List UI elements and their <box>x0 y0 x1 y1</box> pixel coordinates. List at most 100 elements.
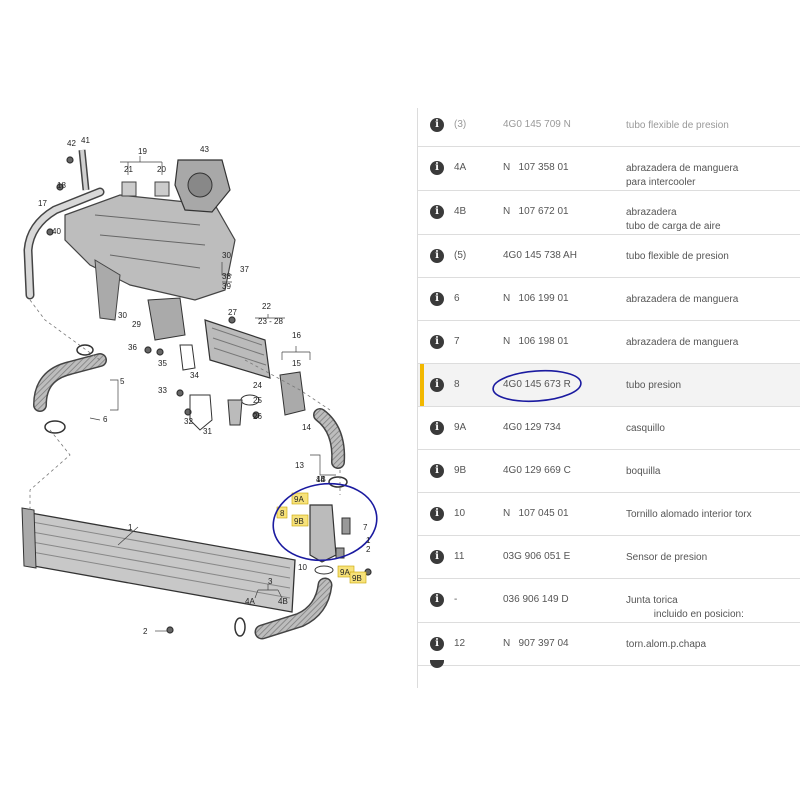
info-icon[interactable]: i <box>430 421 444 435</box>
parts-row[interactable]: i 9B 4G0 129 669 C boquilla <box>418 450 800 493</box>
parts-row[interactable]: i 12 N 907 397 04 torn.alom.p.chapa <box>418 623 800 666</box>
callout-label: 43 <box>200 145 209 154</box>
info-icon[interactable]: i <box>430 637 444 651</box>
parts-row[interactable]: i 4A N 107 358 01 abrazadera de manguera… <box>418 147 800 191</box>
callout-label: 7 <box>363 523 368 532</box>
parts-row[interactable]: i 7 N 106 198 01 abrazadera de manguera <box>418 321 800 364</box>
callout-label: 24 <box>253 381 262 390</box>
parts-row[interactable]: i 11 03G 906 051 E Sensor de presion <box>418 536 800 579</box>
callout-label: 9B <box>294 517 304 526</box>
part-position: 11 <box>454 551 465 562</box>
callout-label: 15 <box>292 359 301 368</box>
callout-label: 10 <box>298 563 307 572</box>
callout-label: 18 <box>57 181 66 190</box>
part-position: 4A <box>454 162 467 173</box>
part-number: 03G 906 051 E <box>503 551 571 562</box>
info-icon[interactable]: i <box>430 161 444 175</box>
part-description: torn.alom.p.chapa <box>626 639 707 650</box>
callout-label: 3 <box>268 577 273 586</box>
callout-label: 14 <box>316 475 325 484</box>
parts-row-selected[interactable]: i 8 4G0 145 673 R tubo presion <box>418 364 800 407</box>
part-description: tubo flexible de presion <box>626 120 729 131</box>
callout-label: 29 <box>132 320 141 329</box>
part-number: 4G0 145 709 N <box>503 119 571 130</box>
parts-list: i (3) 4G0 145 709 N tubo flexible de pre… <box>418 104 800 674</box>
info-icon[interactable]: i <box>430 292 444 306</box>
callout-label: 42 <box>67 139 76 148</box>
callout-label: 2 <box>143 627 148 636</box>
callout-label: 37 <box>240 265 249 274</box>
info-icon[interactable]: i <box>430 593 444 607</box>
info-icon[interactable]: i <box>430 507 444 521</box>
parts-row-partial[interactable] <box>418 660 800 674</box>
callout-label: 4B <box>316 475 326 484</box>
parts-row[interactable]: i (5) 4G0 145 738 AH tubo flexible de pr… <box>418 235 800 278</box>
part-number: 4G0 145 738 AH <box>503 250 577 261</box>
part-position: - <box>454 594 458 605</box>
info-icon[interactable]: i <box>430 464 444 478</box>
parts-row[interactable]: i 9A 4G0 129 734 casquillo <box>418 407 800 450</box>
part-number: 4G0 129 669 C <box>503 465 571 476</box>
parts-row[interactable]: i (3) 4G0 145 709 N tubo flexible de pre… <box>418 104 800 147</box>
parts-row[interactable]: i - 036 906 149 D Junta torica incluido … <box>418 579 800 623</box>
part-position: 4B <box>454 206 467 217</box>
callout-label: 20 <box>157 165 166 174</box>
callout-label: 34 <box>190 371 199 380</box>
part-description: tubo flexible de presion <box>626 251 729 262</box>
callout-label: 31 <box>203 427 212 436</box>
callout-label: 9A <box>294 495 304 504</box>
annotation-circle <box>272 482 378 562</box>
callout-label: 26 <box>253 412 262 421</box>
callout-label: 17 <box>38 199 47 208</box>
part-position: 8 <box>454 379 460 390</box>
part-position: 12 <box>454 638 466 649</box>
callout-label: 4B <box>278 597 288 606</box>
part-position: (5) <box>454 250 467 261</box>
info-icon[interactable]: i <box>430 378 444 392</box>
callout-label: 1 <box>128 523 133 532</box>
info-icon[interactable]: i <box>430 550 444 564</box>
intercooler <box>21 507 296 613</box>
info-icon[interactable] <box>430 660 444 668</box>
callout-label: 27 <box>228 308 237 317</box>
part-description: abrazadera de manguera para intercooler <box>626 163 739 188</box>
callout-label: 40 <box>52 227 61 236</box>
part-description: abrazadera de manguera <box>626 337 739 348</box>
callout-label: 25 <box>253 396 262 405</box>
part-number: N 106 198 01 <box>503 336 569 347</box>
pressure-tube-8 <box>309 504 351 575</box>
info-icon[interactable]: i <box>430 249 444 263</box>
part-number: N 907 397 04 <box>503 638 569 649</box>
egr-cooler <box>204 319 271 379</box>
info-icon[interactable]: i <box>430 205 444 219</box>
callout-label: 22 <box>262 302 271 311</box>
callout-label: 38 <box>222 272 231 281</box>
parts-row[interactable]: i 4B N 107 672 01 abrazadera tubo de car… <box>418 191 800 235</box>
part-position: (3) <box>454 119 467 130</box>
part-description: casquillo <box>626 423 665 434</box>
info-icon[interactable]: i <box>430 335 444 349</box>
part-number: 4G0 129 734 <box>503 422 561 433</box>
callout-label: 30 <box>118 311 127 320</box>
part-description: Sensor de presion <box>626 552 708 563</box>
throttle-body <box>174 159 231 213</box>
callout-label: 36 <box>128 343 137 352</box>
parts-row[interactable]: i 6 N 106 199 01 abrazadera de manguera <box>418 278 800 321</box>
callout-label: 19 <box>138 147 147 156</box>
part-description: abrazadera de manguera <box>626 294 739 305</box>
part-position: 6 <box>454 293 460 304</box>
info-icon[interactable]: i <box>430 118 444 132</box>
callout-label: 33 <box>158 386 167 395</box>
part-position: 10 <box>454 508 466 519</box>
part-number: 4G0 145 673 R <box>503 379 571 390</box>
part-number: 036 906 149 D <box>503 594 569 605</box>
callout-label: 9B <box>352 574 362 583</box>
callout-label: 30 <box>222 251 231 260</box>
part-description: Tornillo alomado interior torx <box>626 509 752 520</box>
callout-label: 35 <box>158 359 167 368</box>
callout-label: 13 <box>295 461 304 470</box>
part-position: 7 <box>454 336 460 347</box>
callout-label: 2 <box>366 545 371 554</box>
panel-divider <box>417 108 418 688</box>
parts-row[interactable]: i 10 N 107 045 01 Tornillo alomado inter… <box>418 493 800 536</box>
